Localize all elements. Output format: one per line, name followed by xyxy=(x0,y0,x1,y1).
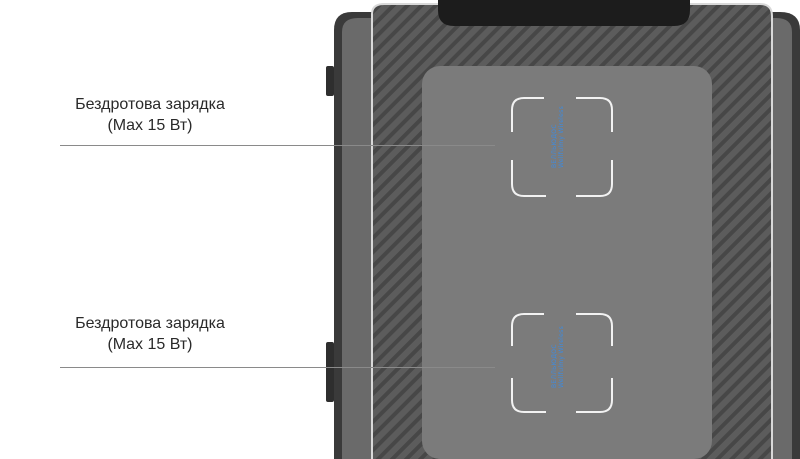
wireless-charging-callout-2: Бездротова зарядка (Max 15 Вт) xyxy=(0,313,300,355)
inner-body-edge xyxy=(371,3,773,459)
wireless-charging-callout-1: Бездротова зарядка (Max 15 Вт) xyxy=(0,94,300,136)
pad-2-logo: ВЕЛЛЬЮДОС xyxy=(551,344,558,388)
pad-1-logo: ВЕЛЛЬЮДОС xyxy=(551,124,558,168)
callout-2-power: (Max 15 Вт) xyxy=(107,336,193,353)
charging-panel xyxy=(422,66,712,459)
top-notch xyxy=(438,0,690,26)
charging-pad-1 xyxy=(511,97,613,197)
callout-1-title: Бездротова зарядка xyxy=(75,96,225,113)
side-button-top xyxy=(326,66,334,96)
callout-leader-line-1 xyxy=(60,145,495,146)
charging-pad-2 xyxy=(511,313,613,413)
callout-leader-line-2 xyxy=(60,367,495,368)
side-button-bottom xyxy=(326,342,334,402)
callout-1-power: (Max 15 Вт) xyxy=(107,117,193,134)
pad-1-logo-sub: Wellfulmy Wireless xyxy=(558,106,565,168)
callout-2-title: Бездротова зарядка xyxy=(75,315,225,332)
pad-2-logo-sub: Wellfulmy Wireless xyxy=(558,326,565,388)
